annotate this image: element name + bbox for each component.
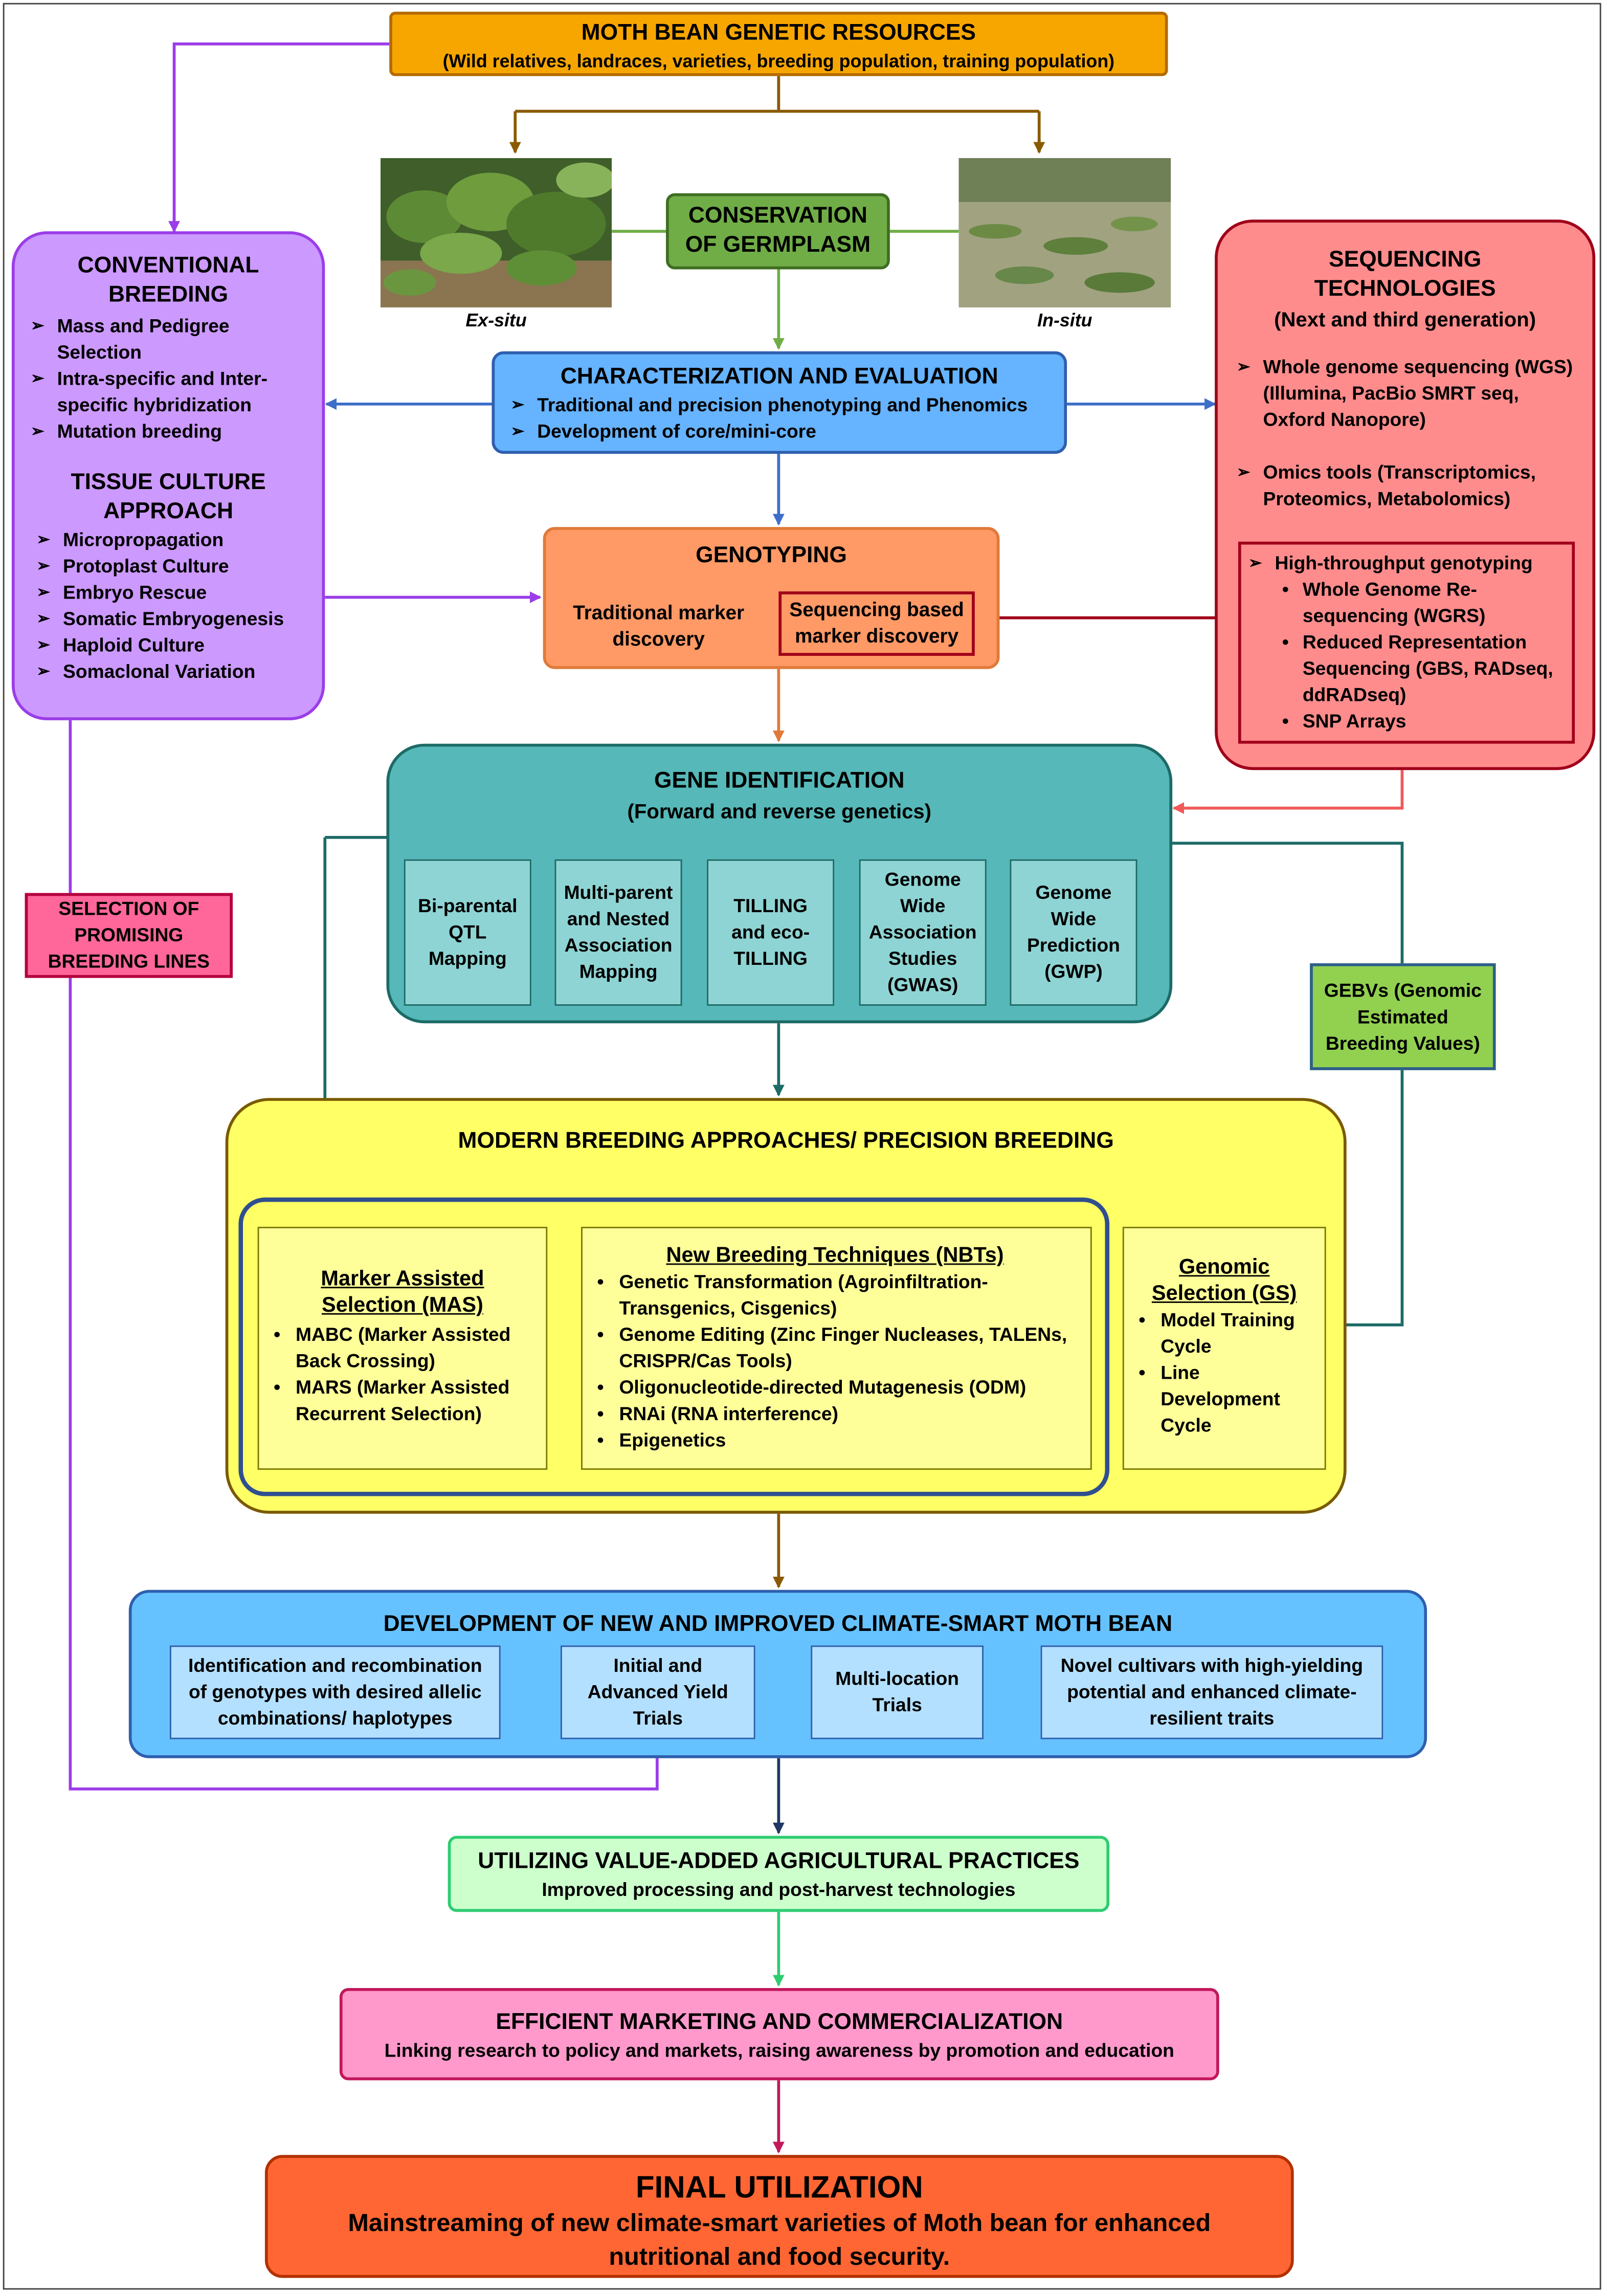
development-step-2: Initial and Advanced Yield Trials <box>560 1645 755 1739</box>
genetic-resources-box: MOTH BEAN GENETIC RESOURCES (Wild relati… <box>389 11 1168 76</box>
final-subtitle: Mainstreaming of new climate-smart varie… <box>348 2209 1211 2271</box>
gene-identification-title: GENE IDENTIFICATION <box>654 768 905 793</box>
conventional-breeding-box: CONVENTIONAL BREEDING Mass and Pedigree … <box>11 231 325 720</box>
sequencing-item: Omics tools (Transcriptomics, Proteomics… <box>1232 460 1577 513</box>
modern-breeding-title: MODERN BREEDING APPROACHES/ PRECISION BR… <box>458 1129 1114 1154</box>
gs-item: Model Training Cycle <box>1130 1307 1319 1360</box>
sequencing-subtitle: (Next and third generation) <box>1274 307 1536 331</box>
characterization-box: CHARACTERIZATION AND EVALUATION Traditio… <box>492 351 1067 454</box>
tissue-item: Embryo Rescue <box>32 580 310 606</box>
method-biparental-qtl: Bi-parental QTL Mapping <box>404 859 531 1006</box>
ex-situ-caption: Ex-situ <box>465 310 527 331</box>
conventional-title-line1: CONVENTIONAL <box>77 253 259 278</box>
mas-list: MABC (Marker Assisted Back Crossing) MAR… <box>265 1322 540 1427</box>
mas-nbt-group <box>238 1197 1110 1496</box>
marketing-title: EFFICIENT MARKETING AND COMMERCIALIZATIO… <box>496 2010 1063 2035</box>
tissue-title-line2: APPROACH <box>103 499 233 524</box>
method-gwas: Genome Wide Association Studies (GWAS) <box>859 859 987 1006</box>
conventional-title-line2: BREEDING <box>108 282 229 307</box>
mas-item: MABC (Marker Assisted Back Crossing) <box>265 1322 540 1375</box>
in-situ-field-image <box>958 158 1171 307</box>
gs-box: Genomic Selection (GS) Model Training Cy… <box>1122 1227 1326 1470</box>
gs-item: Line Development Cycle <box>1130 1360 1319 1439</box>
value-added-title: UTILIZING VALUE-ADDED AGRICULTURAL PRACT… <box>478 1849 1080 1874</box>
nbt-item: Epigenetics <box>588 1427 1081 1454</box>
final-title: FINAL UTILIZATION <box>635 2171 923 2205</box>
ex-situ-plant-image <box>381 158 612 307</box>
high-throughput-box: High-throughput genotyping Whole Genome … <box>1238 541 1575 744</box>
high-throughput-list: Whole Genome Re-sequencing (WGRS) Reduce… <box>1244 577 1566 735</box>
gene-identification-subtitle: (Forward and reverse genetics) <box>627 799 932 823</box>
development-title: DEVELOPMENT OF NEW AND IMPROVED CLIMATE-… <box>383 1611 1173 1637</box>
sequencing-title-line1: SEQUENCING <box>1329 247 1482 273</box>
nbt-item: Genetic Transformation (Agroinfiltration… <box>588 1269 1081 1322</box>
outer-frame <box>3 3 1601 2290</box>
conventional-item: Intra-specific and Inter-specific hybrid… <box>27 366 310 418</box>
sequencing-item: Whole genome sequencing (WGS) (Illumina,… <box>1232 355 1577 434</box>
tissue-item: Micropropagation <box>32 527 310 554</box>
genetic-resources-subtitle: (Wild relatives, landraces, varieties, b… <box>442 51 1115 72</box>
development-step-3: Multi-location Trials <box>811 1645 984 1739</box>
conservation-title-line1: CONSERVATION <box>688 203 867 229</box>
conventional-item: Mutation breeding <box>27 418 310 445</box>
mas-title: Marker Assisted Selection (MAS) <box>321 1268 484 1318</box>
conventional-item: Mass and Pedigree Selection <box>27 313 310 366</box>
nbt-box: New Breeding Techniques (NBTs) Genetic T… <box>581 1227 1092 1470</box>
genotyping-box <box>543 527 1000 669</box>
value-added-box: UTILIZING VALUE-ADDED AGRICULTURAL PRACT… <box>448 1836 1110 1912</box>
characterization-list: Traditional and precision phenotyping an… <box>506 392 1052 445</box>
development-step-1: Identification and recombination of geno… <box>169 1645 501 1739</box>
method-tilling: TILLING and eco-TILLING <box>707 859 835 1006</box>
high-throughput-item: SNP Arrays <box>1244 709 1566 735</box>
sequencing-based-discovery-box: Sequencing based marker discovery <box>778 591 975 656</box>
selection-label: SELECTION OF PROMISING BREEDING LINES <box>25 893 233 978</box>
sequencing-list: Whole genome sequencing (WGS) (Illumina,… <box>1232 355 1577 513</box>
marketing-box: EFFICIENT MARKETING AND COMMERCIALIZATIO… <box>339 1988 1219 2081</box>
marketing-subtitle: Linking research to policy and markets, … <box>384 2039 1174 2062</box>
nbt-list: Genetic Transformation (Agroinfiltration… <box>588 1269 1081 1454</box>
in-situ-caption: In-situ <box>1037 310 1092 331</box>
nbt-item: Genome Editing (Zinc Finger Nucleases, T… <box>588 1322 1081 1375</box>
characterization-title: CHARACTERIZATION AND EVALUATION <box>560 364 998 390</box>
value-added-subtitle: Improved processing and post-harvest tec… <box>542 1878 1016 1901</box>
final-utilization-box: FINAL UTILIZATION Mainstreaming of new c… <box>264 2155 1294 2278</box>
tissue-item: Somaclonal Variation <box>32 659 310 686</box>
conservation-box: CONSERVATION OF GERMPLASM <box>666 193 890 270</box>
tissue-item: Haploid Culture <box>32 632 310 659</box>
method-multiparent-nam: Multi-parent and Nested Association Mapp… <box>554 859 682 1006</box>
conventional-list: Mass and Pedigree Selection Intra-specif… <box>27 313 310 445</box>
gebv-label: GEBVs (Genomic Estimated Breeding Values… <box>1310 963 1496 1070</box>
tissue-item: Protoplast Culture <box>32 554 310 580</box>
sequencing-title-line2: TECHNOLOGIES <box>1314 276 1496 302</box>
tissue-list: Micropropagation Protoplast Culture Embr… <box>27 527 310 685</box>
gs-list: Model Training Cycle Line Development Cy… <box>1130 1307 1319 1439</box>
traditional-marker-discovery: Traditional marker discovery <box>573 602 745 650</box>
genetic-resources-title: MOTH BEAN GENETIC RESOURCES <box>581 20 976 46</box>
in-situ-photo <box>958 158 1171 307</box>
mas-box: Marker Assisted Selection (MAS) MABC (Ma… <box>257 1227 548 1470</box>
nbt-item: RNAi (RNA interference) <box>588 1401 1081 1428</box>
high-throughput-title: High-throughput genotyping <box>1244 550 1566 577</box>
development-step-4: Novel cultivars with high-yielding poten… <box>1040 1645 1383 1739</box>
tissue-item: Somatic Embryogenesis <box>32 606 310 633</box>
high-throughput-item: Whole Genome Re-sequencing (WGRS) <box>1244 577 1566 629</box>
characterization-item: Development of core/mini-core <box>506 418 1052 445</box>
nbt-item: Oligonucleotide-directed Mutagenesis (OD… <box>588 1375 1081 1401</box>
method-gwp: Genome Wide Prediction (GWP) <box>1010 859 1137 1006</box>
conservation-title-line2: OF GERMPLASM <box>685 232 871 258</box>
high-throughput-title-list: High-throughput genotyping <box>1244 550 1566 577</box>
genotyping-title: GENOTYPING <box>696 543 847 568</box>
gs-title: Genomic Selection (GS) <box>1151 1256 1297 1306</box>
characterization-item: Traditional and precision phenotyping an… <box>506 392 1052 419</box>
tissue-title-line1: TISSUE CULTURE <box>71 470 266 495</box>
nbt-title: New Breeding Techniques (NBTs) <box>666 1244 1004 1268</box>
high-throughput-item: Reduced Representation Sequencing (GBS, … <box>1244 629 1566 709</box>
ex-situ-photo <box>381 158 612 307</box>
mas-item: MARS (Marker Assisted Recurrent Selectio… <box>265 1375 540 1427</box>
